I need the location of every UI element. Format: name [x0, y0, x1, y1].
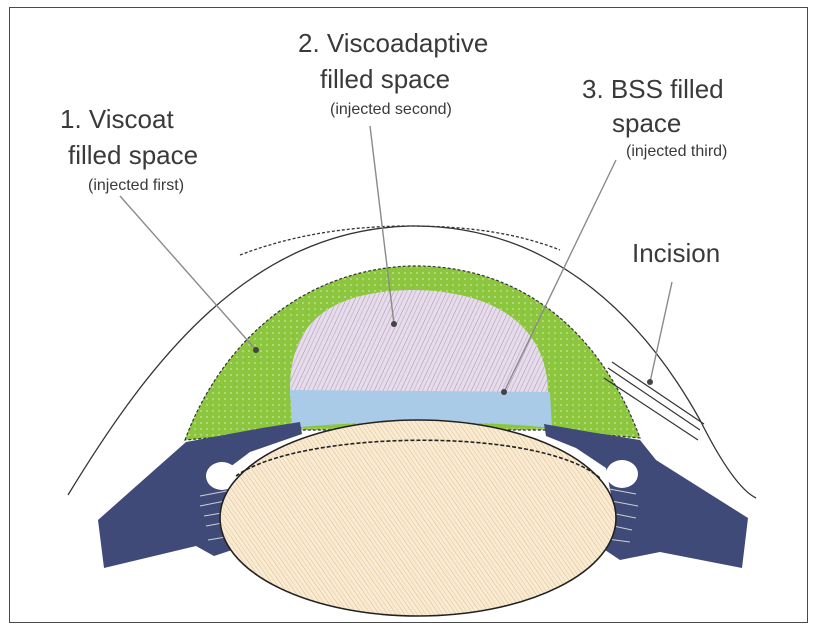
viscoat-label-line1: 1. Viscoat	[60, 104, 174, 134]
incision-label: Incision	[632, 238, 720, 268]
bss-note: (injected third)	[626, 143, 727, 160]
dot-bss	[501, 389, 507, 395]
dot-incision	[647, 379, 653, 385]
leader-viscoat	[120, 196, 256, 350]
leader-incision	[650, 282, 672, 382]
ciliary-right	[606, 460, 638, 488]
lens	[220, 420, 616, 616]
outer-cornea-dashed	[240, 226, 560, 255]
dot-viscoat	[253, 347, 259, 353]
viscoat-note: (injected first)	[88, 177, 184, 194]
bss-label-line1: 3. BSS filled	[582, 74, 724, 104]
viscoat-label-line2: filled space	[68, 140, 198, 170]
viscoadaptive-label-line2: filled space	[320, 64, 450, 94]
bss-label-line2: space	[612, 108, 681, 138]
viscoadaptive-label-line1: 2. Viscoadaptive	[298, 28, 488, 58]
viscoadaptive-note: (injected second)	[330, 101, 452, 118]
dot-viscoadaptive	[391, 321, 397, 327]
